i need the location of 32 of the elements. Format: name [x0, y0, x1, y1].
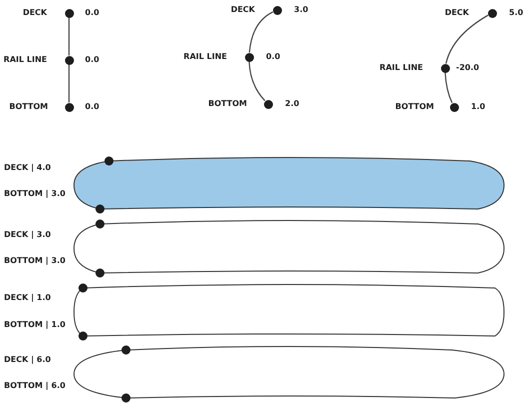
position-label: BOTTOM [395, 102, 434, 112]
measurement-label: DECK | 3.0 [4, 230, 51, 240]
position-label: BOTTOM [9, 102, 48, 112]
value-label: 1.0 [471, 102, 486, 112]
value-label: 0.0 [85, 55, 100, 65]
position-label: BOTTOM [208, 99, 247, 109]
value-label: 5.0 [509, 8, 524, 18]
rail-profile-line [248, 61, 266, 102]
measurement-label: BOTTOM | 1.0 [4, 320, 66, 330]
position-label: DECK [22, 8, 47, 18]
position-label: DECK [444, 8, 469, 18]
position-label: RAIL LINE [380, 63, 423, 73]
value-label: 0.0 [85, 8, 100, 18]
position-label: RAIL LINE [184, 52, 227, 62]
value-label: -20.0 [456, 63, 480, 73]
rail-profile-line [444, 72, 453, 104]
position-label: RAIL LINE [4, 55, 47, 65]
rail-profile-line [68, 64, 70, 102]
rail-profile-line [248, 11, 274, 53]
value-label: 0.0 [85, 102, 100, 112]
value-label: 2.0 [285, 99, 300, 109]
measurement-label: DECK | 1.0 [4, 293, 51, 303]
measurement-label: BOTTOM | 6.0 [4, 381, 66, 391]
measurement-label: DECK | 6.0 [4, 355, 51, 365]
rail-profile-line [445, 14, 488, 64]
value-label: 0.0 [266, 52, 280, 62]
rail-profile-line [68, 18, 70, 56]
position-label: DECK [230, 5, 255, 15]
measurement-label: BOTTOM | 3.0 [4, 189, 66, 199]
value-label: 3.0 [294, 5, 308, 15]
measurement-label: BOTTOM | 3.0 [4, 256, 66, 266]
measurement-label: DECK | 4.0 [4, 163, 51, 173]
